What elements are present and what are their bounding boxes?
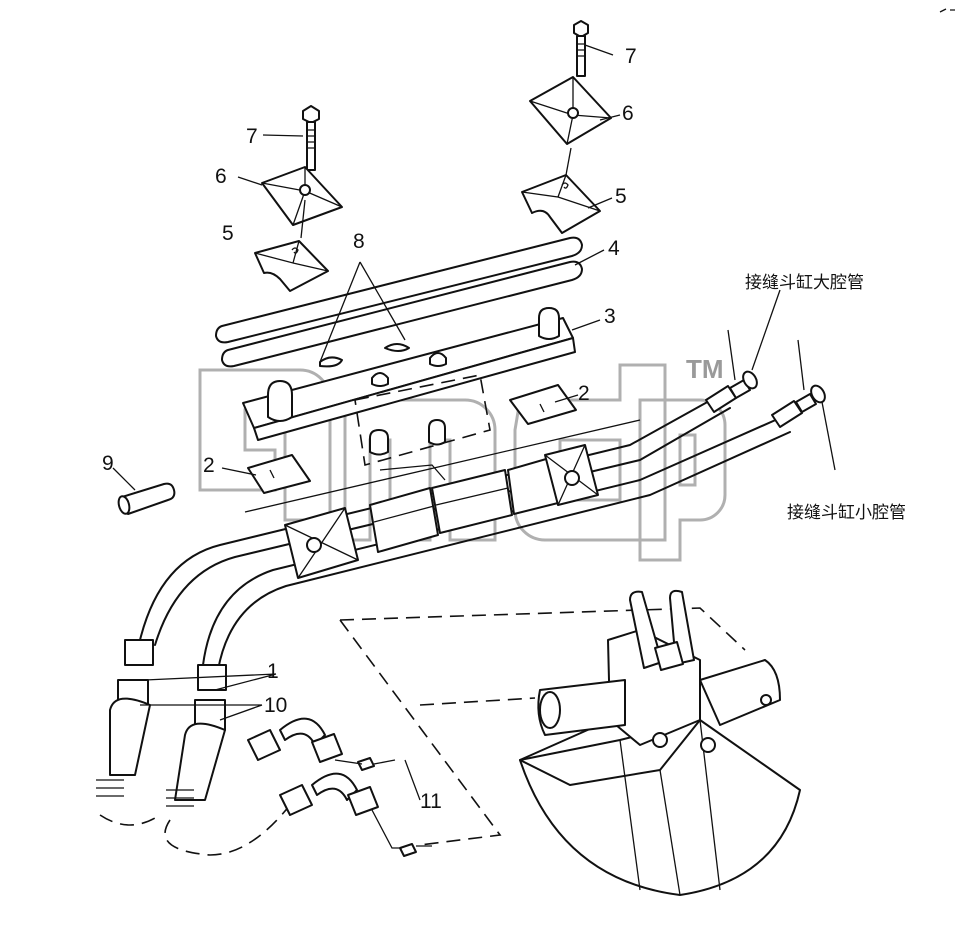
pad-left-mark — [269, 469, 275, 479]
assembly-outline-dashed — [354, 374, 491, 467]
label-part-7-left: 7 — [246, 125, 258, 148]
label-part-5-left: 5 — [222, 222, 234, 245]
watermark-trademark: TM — [686, 354, 724, 384]
annotation-large-chamber-pipe: 接缝斗缸大腔管 — [745, 272, 864, 293]
leader-lines — [112, 44, 836, 801]
label-part-6-left: 6 — [215, 165, 227, 188]
label-part-10: 10 — [264, 694, 287, 717]
label-part-9: 9 — [102, 452, 114, 475]
hose-ends-lower — [96, 639, 291, 856]
clamp-half-upper-right — [521, 174, 601, 234]
label-part-3: 3 — [604, 305, 616, 328]
label-part-8: 8 — [353, 230, 365, 253]
corner-mark — [939, 8, 955, 13]
pad-left — [247, 454, 311, 494]
pipe-assembly-upper — [215, 236, 583, 368]
clamp-cover-left — [261, 166, 343, 226]
label-part-1: 1 — [267, 660, 279, 683]
bolt-right — [573, 20, 589, 77]
label-part-7-right: 7 — [625, 45, 637, 68]
label-part-2-left: 2 — [203, 454, 215, 477]
annotation-small-chamber-pipe: 接缝斗缸小腔管 — [787, 502, 906, 523]
support-plate — [242, 307, 576, 441]
clamp-half-upper-left — [254, 240, 329, 292]
u-clips — [319, 343, 447, 456]
pad-right-mark — [539, 403, 545, 413]
bolt-left — [302, 105, 320, 171]
pad-right — [509, 384, 577, 425]
bucket — [419, 589, 801, 896]
sleeve — [117, 482, 176, 515]
elbow-fittings — [247, 607, 746, 857]
label-part-2-right: 2 — [578, 382, 590, 405]
hose-fittings-upper — [705, 329, 826, 428]
clamp-cover-right — [529, 76, 612, 145]
hose-bundle — [139, 394, 791, 671]
label-part-11: 11 — [420, 790, 442, 813]
label-part-6-right: 6 — [622, 102, 634, 125]
label-part-4: 4 — [608, 237, 620, 260]
label-part-5-right: 5 — [615, 185, 627, 208]
